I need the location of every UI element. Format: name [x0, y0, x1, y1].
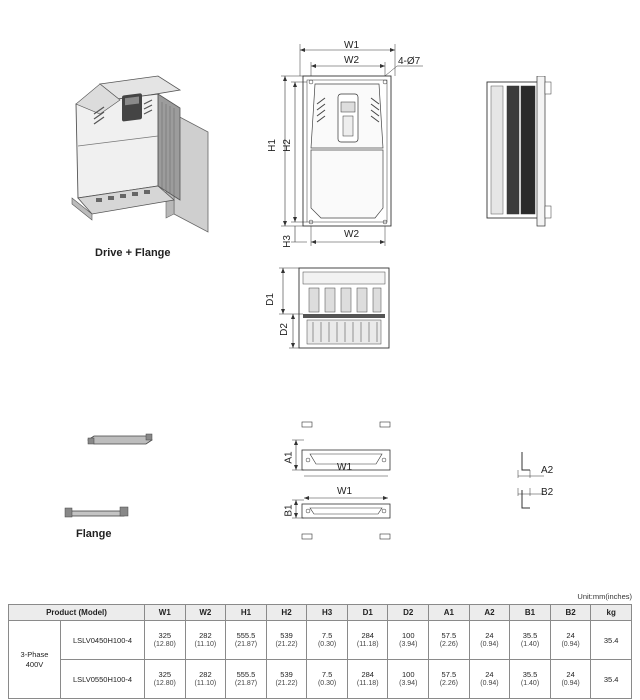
unit-note: Unit:mm(inches)	[577, 592, 632, 601]
dim-w2-bottom-label: W2	[344, 229, 359, 240]
w1-cell: 325(12.80)	[144, 659, 186, 699]
header-w2: W2	[184, 604, 227, 621]
dim-h1-label: H1	[266, 139, 278, 152]
dim-b2-label: B2	[541, 487, 554, 498]
header-b2: B2	[549, 604, 592, 621]
dim-a2-label: A2	[541, 465, 554, 476]
header-kg: kg	[590, 604, 632, 621]
table-row: 3-Phase 400V LSLV0450H100-4 325(12.80) 2…	[8, 620, 632, 699]
b2-cell: 24(0.94)	[549, 620, 592, 660]
phase-line2: 400V	[25, 659, 44, 669]
dim-w2-label: W2	[344, 55, 359, 66]
dim-d2-label: D2	[278, 323, 290, 336]
a1-cell: 57.5(2.26)	[428, 659, 470, 699]
header-h2: H2	[265, 604, 308, 621]
a2-cell: 24(0.94)	[468, 620, 511, 660]
dimension-spec-table: Product (Model) W1 W2 H1 H2 H3 D1 D2 A1 …	[7, 604, 632, 699]
w2-cell: 282(11.10)	[184, 659, 227, 699]
header-h3: H3	[306, 604, 348, 621]
h1-cell: 555.5(21.87)	[225, 620, 267, 660]
flange-a-drawing	[292, 421, 391, 477]
flange-b-drawing	[292, 496, 391, 540]
dim-w1-flange-bottom-label: W1	[337, 486, 352, 497]
front-view-drawing	[281, 44, 423, 246]
side-view-drawing	[486, 76, 552, 227]
header-w1: W1	[144, 604, 186, 621]
h3-cell: 7.5(0.30)	[306, 659, 348, 699]
dim-a1-label: A1	[283, 451, 295, 464]
dim-w1-flange-top-label: W1	[337, 462, 352, 473]
header-product: Product (Model)	[7, 604, 146, 621]
h1-cell: 555.5(21.87)	[225, 659, 267, 699]
dim-w1-label: W1	[344, 40, 359, 51]
flange-top-illustration	[87, 433, 153, 445]
a2-b2-detail-drawing	[517, 452, 544, 509]
d1-cell: 284(11.18)	[346, 659, 389, 699]
dim-hole-label: 4-Ø7	[398, 56, 421, 67]
b1-cell: 35.5(1.40)	[509, 659, 551, 699]
model-cell: LSLV0550H100-4	[59, 659, 146, 699]
w1-cell: 325(12.80)	[144, 620, 186, 660]
dim-h2-label: H2	[281, 139, 293, 152]
a2-cell: 24(0.94)	[468, 659, 511, 699]
table-header-row: Product (Model) W1 W2 H1 H2 H3 D1 D2 A1 …	[7, 604, 632, 621]
kg-cell: 35.4	[590, 659, 632, 699]
b2-cell: 24(0.94)	[549, 659, 592, 699]
dim-b1-label: B1	[283, 504, 295, 517]
a1-cell: 57.5(2.26)	[428, 620, 470, 660]
flange-caption: Flange	[76, 528, 112, 540]
kg-cell: 35.4	[590, 620, 632, 660]
bottom-view-drawing	[279, 267, 390, 349]
flange-bottom-illustration	[64, 506, 129, 518]
header-d1: D1	[346, 604, 389, 621]
d1-cell: 284(11.18)	[346, 620, 389, 660]
dim-d1-label: D1	[264, 293, 276, 306]
header-b1: B1	[509, 604, 551, 621]
drive-flange-illustration	[71, 75, 209, 233]
b1-cell: 35.5(1.40)	[509, 620, 551, 660]
header-a1: A1	[428, 604, 470, 621]
d2-cell: 100(3.94)	[387, 620, 430, 660]
header-h1: H1	[225, 604, 267, 621]
d2-cell: 100(3.94)	[387, 659, 430, 699]
phase-cell: 3-Phase 400V	[8, 620, 61, 699]
h2-cell: 539(21.22)	[265, 620, 308, 660]
h3-cell: 7.5(0.30)	[306, 620, 348, 660]
h2-cell: 539(21.22)	[265, 659, 308, 699]
header-a2: A2	[468, 604, 511, 621]
table-row: LSLV0550H100-4 325(12.80) 282(11.10) 555…	[9, 659, 632, 699]
phase-line1: 3-Phase	[20, 649, 49, 659]
header-d2: D2	[387, 604, 430, 621]
dim-h3-label: H3	[281, 235, 293, 248]
w2-cell: 282(11.10)	[184, 620, 227, 660]
drive-flange-caption: Drive + Flange	[95, 247, 171, 259]
model-cell: LSLV0450H100-4	[59, 620, 146, 660]
